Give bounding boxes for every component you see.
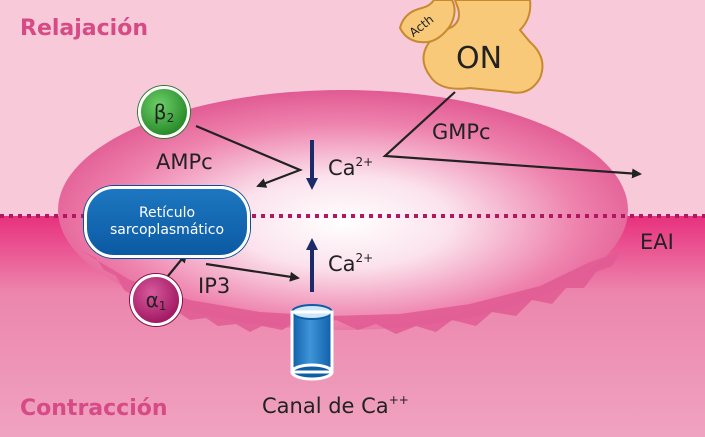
cell-jagged-edge	[80, 250, 620, 334]
channel-label: Canal de Ca++	[262, 393, 409, 418]
channel-label-base: Canal de Ca	[262, 394, 389, 418]
channel-label-sup: ++	[388, 393, 409, 407]
ca-top-label: Ca2+	[328, 155, 374, 180]
calcium-channel	[290, 304, 334, 381]
relaxation-label: Relajación	[20, 16, 148, 41]
alpha-subscript: 1	[158, 299, 167, 313]
gmpc-arrow	[382, 91, 642, 179]
gmpc-label: GMPc	[432, 120, 491, 144]
beta-symbol: β	[153, 100, 167, 124]
ampc-label: AMPc	[156, 150, 213, 174]
alpha-symbol: α	[145, 288, 159, 312]
eai-label: EAI	[640, 230, 674, 254]
ip3-label: IP3	[198, 274, 231, 298]
ca-bottom-charge: 2+	[355, 251, 374, 265]
acth-ligand-shape	[398, 0, 456, 44]
ca-top-base: Ca	[328, 156, 356, 180]
cell-ellipse	[58, 90, 628, 330]
sarcoplasmic-reticulum: Retículo sarcoplasmático	[84, 186, 250, 258]
ca-bottom-base: Ca	[328, 252, 356, 276]
ca-bottom-label: Ca2+	[328, 251, 374, 276]
ca-top-charge: 2+	[355, 155, 374, 169]
ampc-arrow	[195, 124, 303, 188]
beta-subscript: 2	[166, 111, 175, 125]
ip3-arrow	[205, 262, 300, 282]
reticulum-line1: Retículo	[138, 204, 196, 221]
on-label: ON	[456, 41, 503, 76]
contraction-label: Contracción	[20, 396, 168, 421]
reticulum-line2: sarcoplasmático	[109, 222, 225, 238]
